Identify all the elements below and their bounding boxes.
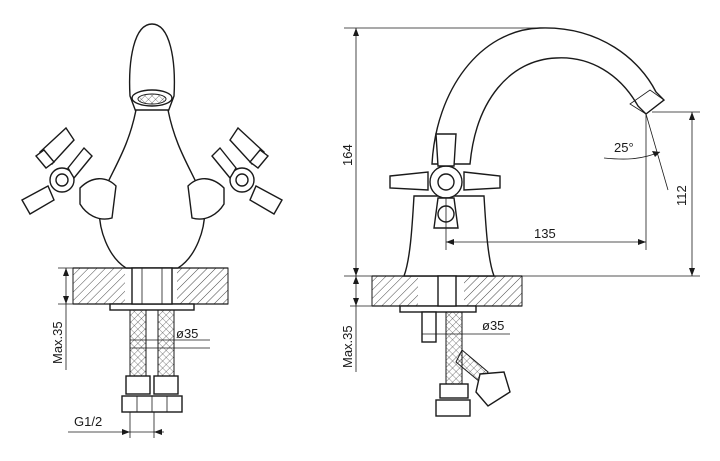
- front-body: [98, 109, 206, 269]
- side-body: [402, 195, 496, 277]
- front-max-depth-label: Max.35: [50, 321, 65, 364]
- front-max-depth-dimension: Max.35: [50, 267, 124, 370]
- front-hose-dia-label: ø35: [176, 326, 198, 341]
- side-hose-dia-label: ø35: [482, 318, 504, 333]
- front-right-handle: [187, 126, 283, 220]
- front-view: Max.35 ø35 G1/2: [21, 23, 283, 438]
- front-hose-dimension: ø35: [130, 326, 210, 349]
- front-mounting: [109, 267, 195, 413]
- front-thread-dimension: G1/2: [68, 412, 164, 438]
- side-spout: [431, 27, 666, 165]
- front-left-handle: [21, 126, 117, 220]
- side-reach-dimension: 135: [445, 114, 647, 250]
- side-view: 164 112 135 25°: [340, 27, 700, 417]
- side-spout-height-dimension: 112: [494, 111, 700, 277]
- front-spout: [128, 23, 176, 268]
- front-thread-label: G1/2: [74, 414, 102, 429]
- side-reach-label: 135: [534, 226, 556, 241]
- side-hose-dimension: ø35: [422, 318, 510, 335]
- side-angle-label: 25°: [614, 140, 634, 155]
- side-angle-dimension: 25°: [603, 113, 669, 191]
- side-max-depth-label: Max.35: [340, 325, 355, 368]
- side-mounting: [399, 275, 511, 417]
- side-max-depth-dimension: Max.35: [340, 276, 400, 372]
- side-height-dimension: 164: [340, 27, 540, 277]
- side-height-label: 164: [340, 144, 355, 166]
- side-spout-height-label: 112: [674, 185, 689, 206]
